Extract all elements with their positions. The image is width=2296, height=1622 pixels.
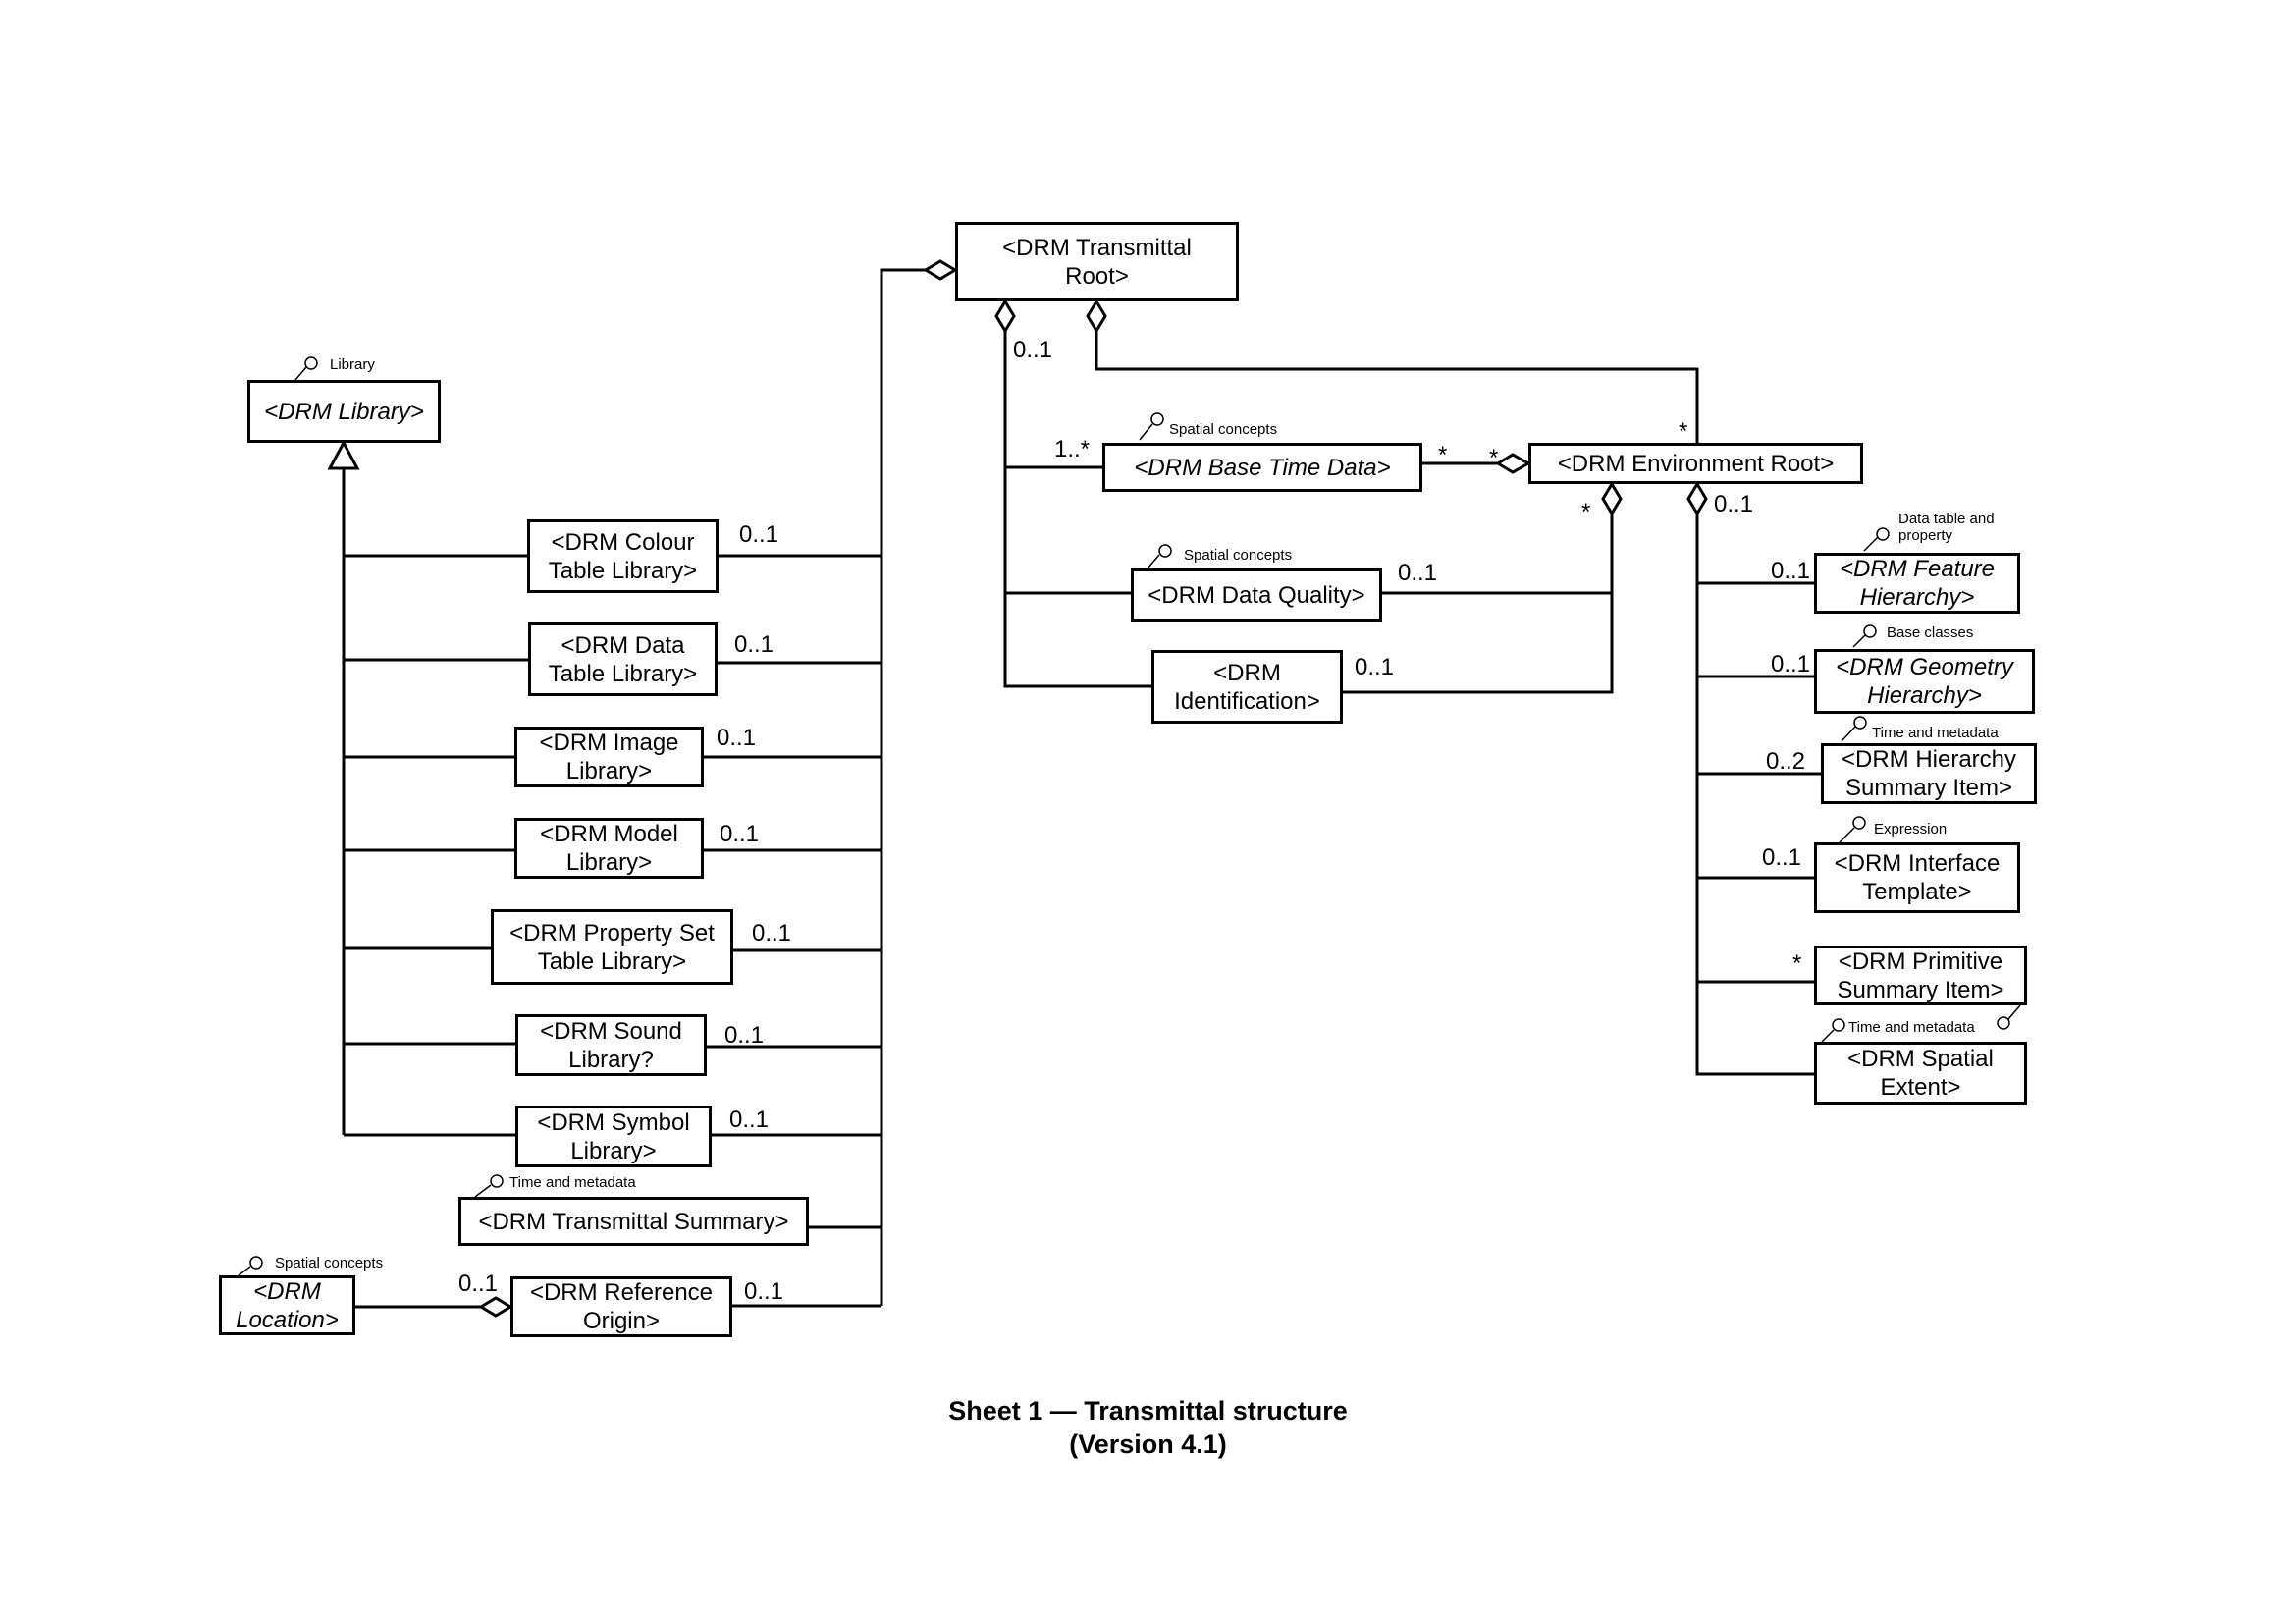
class-interface-template[interactable]: <DRM Interface Template>: [1814, 842, 2020, 913]
root-left-diamond: [923, 259, 958, 281]
mult-sound: 0..1: [724, 1022, 765, 1049]
mult-env-left-diamond: *: [1581, 499, 1591, 525]
mult-primitive: *: [1792, 950, 1802, 977]
package-ref-icon: [1839, 816, 1866, 843]
root-aggregation-bus: [880, 268, 926, 1306]
note-spatial-extent: Time and metadata: [1848, 1019, 1975, 1036]
package-ref-icon: [238, 1256, 263, 1276]
mult-env-top: *: [1679, 418, 1688, 445]
mult-colour: 0..1: [739, 521, 779, 548]
class-location[interactable]: <DRM Location>: [219, 1275, 355, 1335]
env-bottom-left-diamond: [1601, 481, 1623, 516]
mult-reference-origin: 0..1: [744, 1278, 784, 1305]
mult-data-quality: 0..1: [1398, 560, 1438, 586]
mult-data-table: 0..1: [734, 631, 774, 658]
class-transmittal-root[interactable]: <DRM Transmittal Root>: [955, 222, 1239, 301]
package-ref-icon: [1139, 412, 1164, 441]
env-left-diamond: [1495, 453, 1532, 474]
mult-model: 0..1: [720, 821, 760, 847]
note-interface-template: Expression: [1874, 821, 1948, 838]
note-feature-hierarchy: Data table and property: [1898, 511, 1995, 544]
package-ref-icon: [1852, 624, 1877, 648]
mult-identification: 0..1: [1355, 654, 1395, 680]
class-identification[interactable]: <DRM Identification>: [1151, 650, 1343, 724]
generalization-arrow: [327, 439, 360, 470]
class-transmittal-summary[interactable]: <DRM Transmittal Summary>: [458, 1197, 809, 1246]
note-data-quality: Spatial concepts: [1184, 547, 1293, 564]
note-geometry-hierarchy: Base classes: [1887, 624, 1974, 641]
class-geometry-hierarchy[interactable]: <DRM Geometry Hierarchy>: [1814, 649, 2035, 714]
class-data-table-library[interactable]: <DRM Data Table Library>: [528, 622, 718, 696]
note-library: Library: [330, 356, 375, 373]
root-children-bus: [1003, 331, 1151, 688]
class-sound-library[interactable]: <DRM Sound Library?: [515, 1014, 707, 1076]
class-data-quality[interactable]: <DRM Data Quality>: [1131, 568, 1382, 622]
package-ref-icon: [1997, 1004, 2021, 1030]
package-ref-icon: [1821, 1018, 1845, 1043]
package-ref-icon: [294, 356, 318, 381]
mult-interface: 0..1: [1762, 844, 1802, 871]
class-environment-root[interactable]: <DRM Environment Root>: [1528, 443, 1863, 484]
class-primitive-summary-item[interactable]: <DRM Primitive Summary Item>: [1814, 946, 2027, 1005]
class-feature-hierarchy[interactable]: <DRM Feature Hierarchy>: [1814, 553, 2020, 614]
package-ref-icon: [1863, 527, 1890, 552]
mult-feature: 0..1: [1771, 558, 1811, 584]
mult-geometry: 0..1: [1771, 651, 1811, 677]
class-image-library[interactable]: <DRM Image Library>: [514, 727, 704, 787]
mult-symbol: 0..1: [729, 1107, 770, 1133]
connectors: [327, 259, 1821, 1318]
package-ref-icon: [1841, 716, 1867, 742]
root-env-link: [1095, 331, 1699, 443]
env-bottom-right-diamond: [1686, 481, 1708, 516]
class-hierarchy-summary-item[interactable]: <DRM Hierarchy Summary Item>: [1821, 743, 2037, 804]
root-bottom-right-diamond: [1086, 298, 1107, 334]
mult-base-time-env-left: *: [1438, 442, 1448, 468]
class-symbol-library[interactable]: <DRM Symbol Library>: [515, 1106, 712, 1167]
mult-root-left: 0..1: [1013, 337, 1053, 363]
note-base-time-data: Spatial concepts: [1169, 421, 1278, 438]
reference-origin-diamond: [478, 1296, 513, 1318]
note-icons: [238, 356, 2021, 1276]
class-reference-origin[interactable]: <DRM Reference Origin>: [510, 1276, 732, 1337]
package-ref-icon: [474, 1174, 504, 1198]
class-base-time-data[interactable]: <DRM Base Time Data>: [1102, 443, 1422, 492]
mult-base-time-env-right: *: [1489, 445, 1499, 471]
class-colour-table-library[interactable]: <DRM Colour Table Library>: [527, 519, 719, 593]
mult-image: 0..1: [717, 725, 757, 751]
class-property-set-table-library[interactable]: <DRM Property Set Table Library>: [491, 909, 733, 985]
note-hierarchy-summary-item: Time and metadata: [1872, 725, 1999, 741]
mult-hierarchy-summary: 0..2: [1766, 748, 1806, 775]
package-ref-icon: [1147, 544, 1172, 569]
root-bottom-left-diamond: [994, 298, 1016, 334]
env-children-bus: [1695, 514, 1814, 1076]
mult-property: 0..1: [752, 920, 792, 946]
note-location: Spatial concepts: [275, 1255, 384, 1271]
note-transmittal-summary: Time and metadata: [509, 1174, 636, 1191]
env-quality-ident-bus: [1343, 514, 1614, 694]
mult-base-time: 1..*: [1054, 436, 1091, 462]
sheet-caption: Sheet 1 — Transmittal structure (Version…: [948, 1396, 1348, 1459]
class-spatial-extent[interactable]: <DRM Spatial Extent>: [1814, 1042, 2027, 1105]
mult-location: 0..1: [458, 1271, 499, 1297]
class-library[interactable]: <DRM Library>: [247, 380, 441, 443]
mult-env-right-diamond: 0..1: [1714, 491, 1754, 517]
class-model-library[interactable]: <DRM Model Library>: [514, 818, 704, 879]
